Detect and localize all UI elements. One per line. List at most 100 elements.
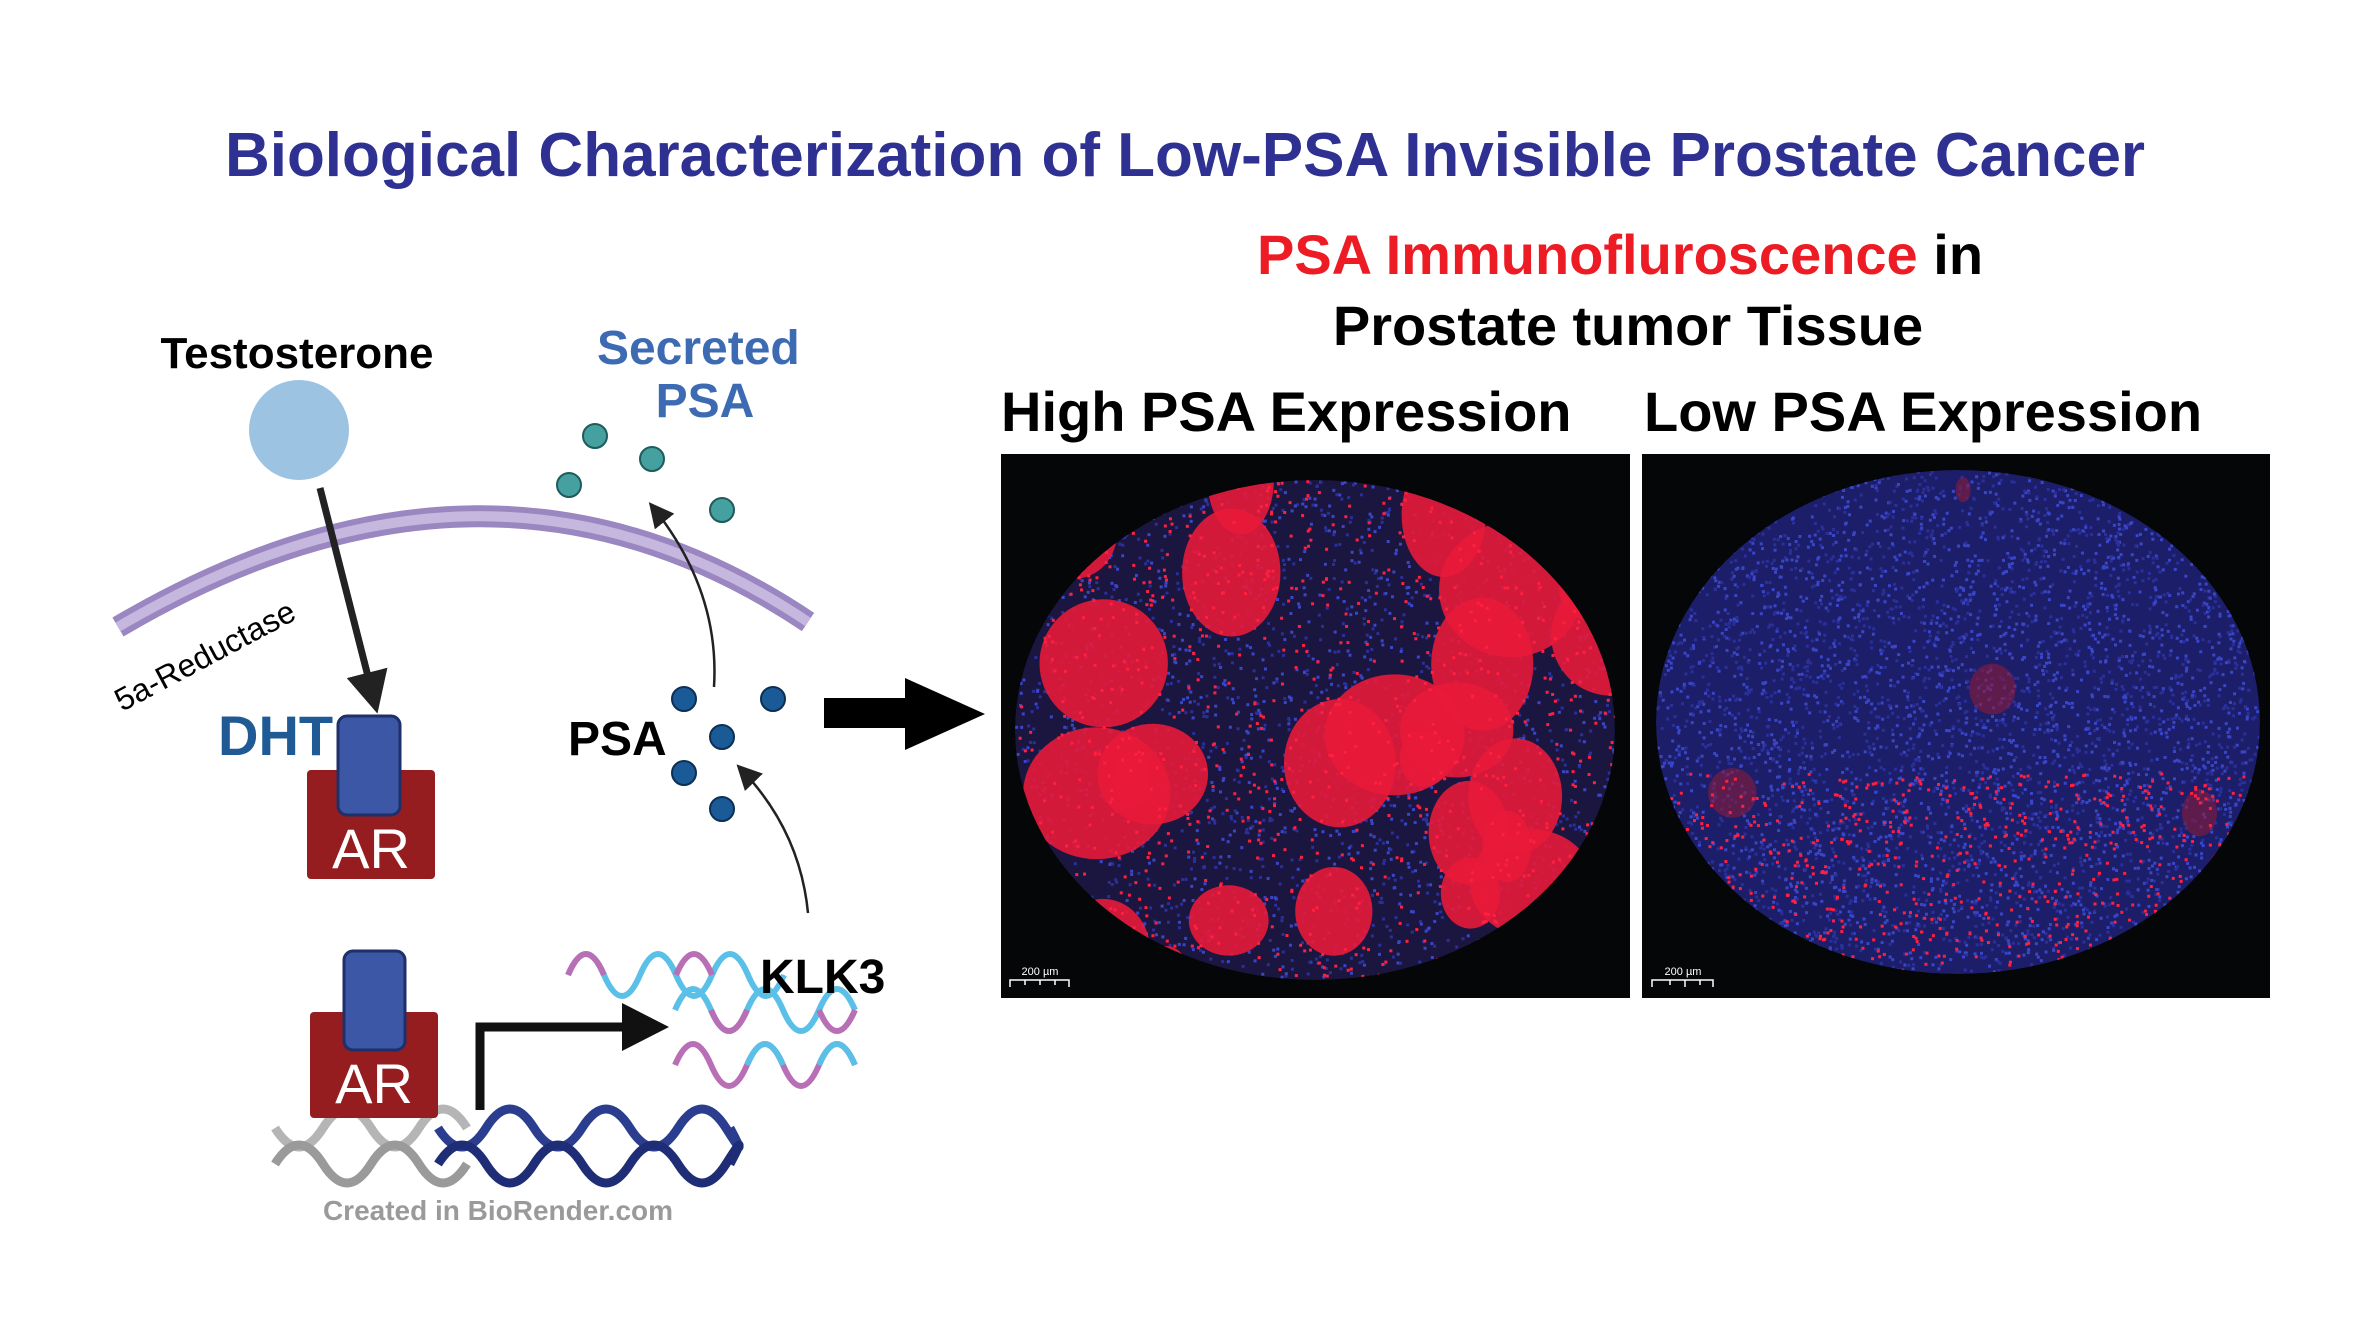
nucleus-dot bbox=[1136, 592, 1140, 596]
nucleus-dot bbox=[2034, 655, 2038, 659]
nucleus-dot bbox=[2048, 585, 2052, 589]
psa-stain-dot bbox=[1095, 576, 1099, 580]
psa-stain-dot bbox=[1158, 815, 1162, 819]
psa-stain-dot bbox=[1248, 724, 1252, 728]
nucleus-dot bbox=[1884, 910, 1888, 914]
nucleus-dot bbox=[1783, 534, 1787, 538]
psa-stain-dot bbox=[1341, 820, 1345, 824]
psa-stain-dot bbox=[1269, 738, 1273, 742]
nucleus-dot bbox=[1982, 574, 1986, 578]
nucleus-dot bbox=[2008, 738, 2012, 742]
nucleus-dot bbox=[1117, 599, 1121, 603]
nucleus-dot bbox=[1795, 782, 1799, 786]
nucleus-dot bbox=[1238, 647, 1242, 651]
nucleus-dot bbox=[1661, 764, 1665, 768]
psa-stain-dot bbox=[1144, 665, 1148, 669]
psa-stain-dot bbox=[1289, 534, 1293, 538]
nucleus-dot bbox=[1189, 867, 1193, 871]
nucleus-dot bbox=[1853, 616, 1857, 620]
psa-stain-dot bbox=[1548, 712, 1552, 716]
nucleus-dot bbox=[2047, 679, 2051, 683]
nucleus-dot bbox=[1854, 681, 1858, 685]
psa-stain-dot bbox=[1387, 814, 1391, 818]
nucleus-dot bbox=[1559, 744, 1563, 748]
nucleus-dot bbox=[1384, 591, 1388, 595]
nucleus-dot bbox=[2163, 656, 2167, 660]
nucleus-dot bbox=[1370, 893, 1374, 897]
psa-stain-dot bbox=[1295, 649, 1299, 653]
nucleus-dot bbox=[2068, 606, 2072, 610]
psa-stain-dot bbox=[1453, 761, 1457, 765]
psa-stain-dot bbox=[1108, 800, 1112, 804]
nucleus-dot bbox=[1887, 615, 1891, 619]
nucleus-dot bbox=[2105, 727, 2109, 731]
nucleus-dot bbox=[1302, 586, 1306, 590]
nucleus-dot bbox=[1366, 668, 1370, 672]
psa-stain-dot bbox=[1400, 625, 1404, 629]
nucleus-dot bbox=[2066, 890, 2070, 894]
nucleus-dot bbox=[1828, 531, 1832, 535]
psa-stain-dot bbox=[1126, 820, 1130, 824]
nucleus-dot bbox=[1565, 728, 1569, 732]
nucleus-dot bbox=[1257, 708, 1261, 712]
dht-ligand-2 bbox=[342, 949, 407, 1052]
nucleus-dot bbox=[1563, 763, 1567, 767]
psa-stain-dot bbox=[1442, 663, 1446, 667]
psa-stain-dot bbox=[1168, 529, 1172, 533]
nucleus-dot bbox=[1424, 929, 1428, 933]
nucleus-dot bbox=[1181, 878, 1185, 882]
nucleus-dot bbox=[2141, 579, 2145, 583]
nucleus-dot bbox=[1411, 910, 1415, 914]
psa-stain-dot bbox=[1606, 698, 1610, 702]
psa-stain-dot bbox=[1464, 768, 1468, 772]
nucleus-dot bbox=[1410, 604, 1414, 608]
nucleus-dot bbox=[1577, 765, 1581, 769]
nucleus-dot bbox=[1803, 665, 1807, 669]
nucleus-dot bbox=[1176, 581, 1180, 585]
nucleus-dot bbox=[1274, 503, 1278, 507]
nucleus-dot bbox=[1200, 675, 1204, 679]
nucleus-dot bbox=[2229, 823, 2233, 827]
nucleus-dot bbox=[2121, 527, 2125, 531]
psa-stain-dot bbox=[1216, 725, 1220, 729]
psa-stain-dot bbox=[1271, 587, 1275, 591]
nucleus-dot bbox=[1385, 578, 1389, 582]
nucleus-dot bbox=[1975, 732, 1979, 736]
nucleus-dot bbox=[1386, 513, 1390, 517]
nucleus-dot bbox=[1719, 724, 1723, 728]
psa-stain-dot bbox=[1188, 534, 1192, 538]
nucleus-dot bbox=[1266, 876, 1270, 880]
nucleus-dot bbox=[1196, 702, 1200, 706]
nucleus-dot bbox=[1148, 584, 1152, 588]
nucleus-dot bbox=[1983, 766, 1987, 770]
nucleus-dot bbox=[1219, 790, 1223, 794]
nucleus-dot bbox=[1287, 722, 1291, 726]
nucleus-dot bbox=[2021, 630, 2025, 634]
nucleus-dot bbox=[1161, 935, 1165, 939]
psa-stain-dot bbox=[1339, 587, 1343, 591]
psa-stain-dot bbox=[1273, 797, 1277, 801]
nucleus-dot bbox=[1711, 697, 1715, 701]
nucleus-dot bbox=[2164, 600, 2168, 604]
nucleus-dot bbox=[1582, 721, 1586, 725]
nucleus-dot bbox=[1939, 831, 1943, 835]
nucleus-dot bbox=[1940, 674, 1944, 678]
nucleus-dot bbox=[1180, 829, 1184, 833]
nucleus-dot bbox=[1303, 550, 1307, 554]
psa-stain-dot bbox=[1259, 841, 1263, 845]
psa-stain-dot bbox=[1499, 575, 1503, 579]
nucleus-dot bbox=[1267, 797, 1271, 801]
psa-stain-dot bbox=[1073, 839, 1077, 843]
nucleus-dot bbox=[1180, 701, 1184, 705]
nucleus-dot bbox=[1281, 950, 1285, 954]
nucleus-dot bbox=[1369, 658, 1373, 662]
nucleus-dot bbox=[1407, 865, 1411, 869]
psa-stain-dot bbox=[1168, 517, 1172, 521]
nucleus-dot bbox=[2172, 849, 2176, 853]
psa-stain-dot bbox=[1438, 520, 1442, 524]
nucleus-dot bbox=[2106, 915, 2110, 919]
psa-stain-dot bbox=[1213, 742, 1217, 746]
nucleus-dot bbox=[1301, 879, 1305, 883]
nucleus-dot bbox=[1297, 602, 1301, 606]
nucleus-dot bbox=[2208, 596, 2212, 600]
